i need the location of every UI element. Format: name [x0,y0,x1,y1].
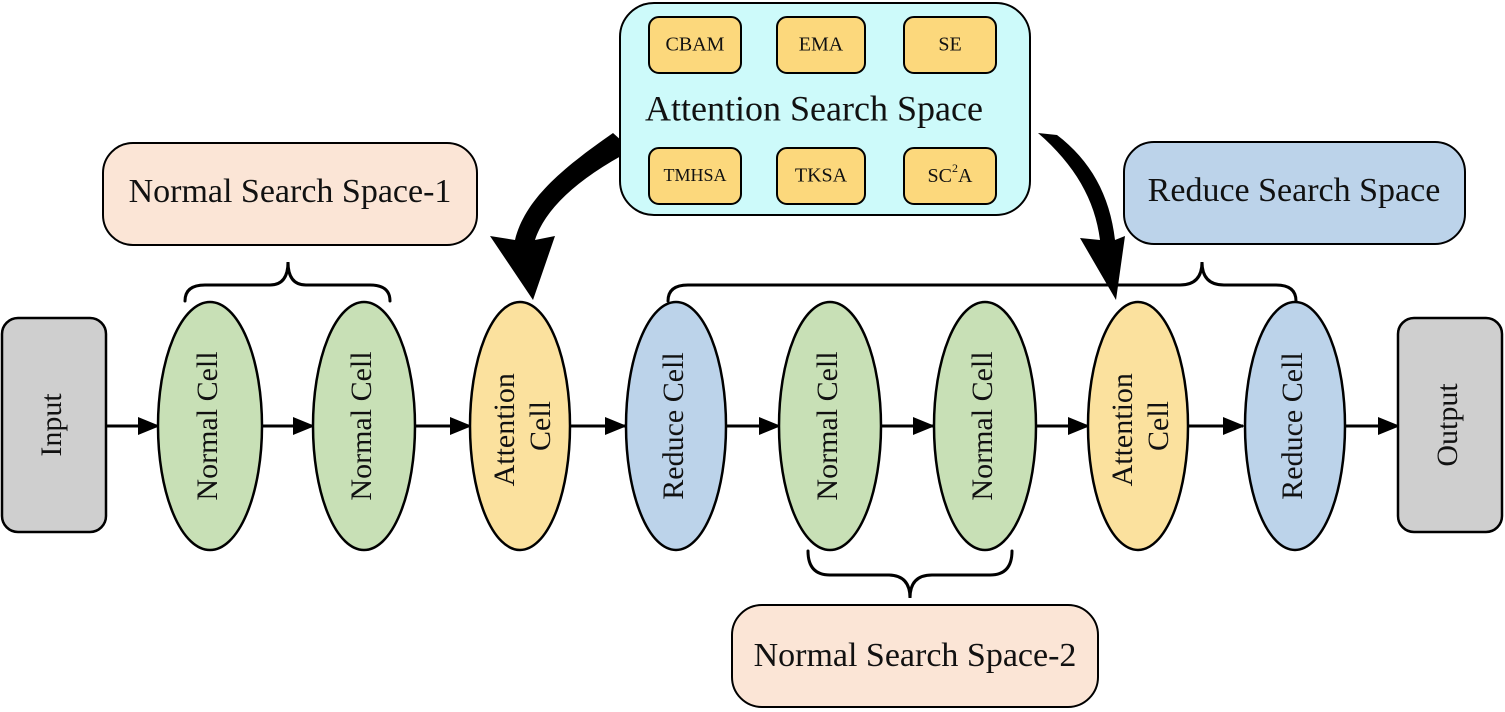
normal-search-space-2-box: Normal Search Space-2 [731,604,1099,708]
normal-cell-2-label: Normal Cell [345,351,378,500]
output-node: Output [1396,316,1504,534]
normal-search-space-2-label: Normal Search Space-2 [754,637,1077,674]
normal-search-space-1-label: Normal Search Space-1 [129,173,452,210]
attention-search-space-box: Attention Search Space CBAM EMA SE TMHSA… [619,2,1031,216]
attention-cell-2-label-line2: Cell [1142,401,1175,451]
reduce-cell-1-label: Reduce Cell [657,352,690,499]
normal-cell-4: Normal Cell [932,300,1038,552]
reduce-cell-2: Reduce Cell [1243,300,1347,552]
attention-cell-2-label-line1: Attention [1106,373,1139,486]
op-cbam: CBAM [648,16,742,74]
reduce-cell-1: Reduce Cell [624,300,728,552]
op-se-label: SE [938,34,961,56]
op-tmhsa-label: TMHSA [663,165,726,185]
attention-cell-2: Attention Cell [1086,300,1190,552]
op-tmhsa: TMHSA [648,147,742,205]
op-tksa-label: TKSA [795,165,848,187]
input-node: Input [0,316,108,534]
svg-text:SC2A: SC2A [928,161,973,187]
svg-text:Attention Cell: Attention Cell [1106,366,1175,487]
attention-search-space-label: Attention Search Space [645,88,983,128]
op-tksa: TKSA [776,147,866,205]
attention-cell-1-label-line1: Attention [488,373,521,486]
op-ema-label: EMA [799,34,844,56]
reduce-search-space-box: Reduce Search Space [1123,141,1466,245]
op-ema: EMA [776,16,866,74]
reduce-cell-2-label: Reduce Cell [1276,352,1309,499]
attention-cell-1-label-line2: Cell [524,401,557,451]
normal-cell-1-label: Normal Cell [191,351,224,500]
op-sc2a-label-tail: A [958,165,973,187]
op-cbam-label: CBAM [666,34,725,56]
op-sc2a-label-sup: 2 [952,161,958,175]
op-se: SE [903,16,997,74]
curved-arrow-to-attention-cell-1 [490,133,632,300]
op-sc2a: SC2A [903,147,997,205]
brace-reduce-search-space [666,261,1298,303]
normal-cell-3-label: Normal Cell [811,351,844,500]
normal-cell-2: Normal Cell [311,300,417,552]
svg-text:Attention Cell: Attention Cell [488,366,557,487]
normal-cell-4-label: Normal Cell [966,351,999,500]
reduce-search-space-label: Reduce Search Space [1148,172,1441,209]
normal-cell-3: Normal Cell [777,300,883,552]
normal-cell-1: Normal Cell [156,300,264,552]
output-label: Output [1431,383,1464,467]
curved-arrow-to-attention-cell-2 [1038,133,1125,300]
brace-normal-search-space-2 [806,549,1014,599]
attention-cell-1: Attention Cell [468,300,572,552]
brace-normal-search-space-1 [183,261,392,303]
normal-search-space-1-box: Normal Search Space-1 [102,142,478,246]
input-label: Input [35,393,68,457]
op-sc2a-label-base: SC [928,165,952,187]
